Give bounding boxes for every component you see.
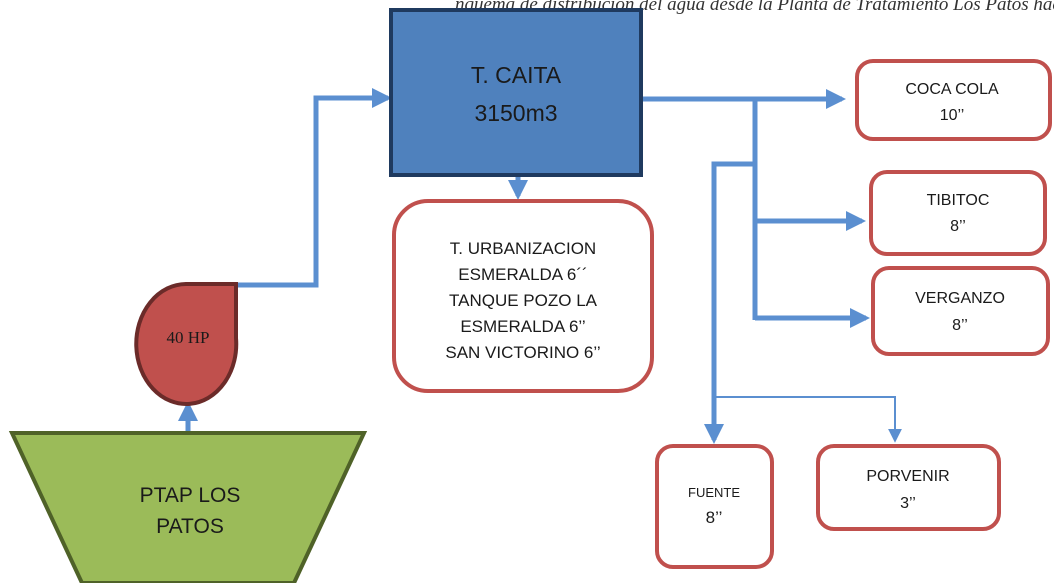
fuente-name: FUENTE	[688, 485, 740, 500]
coca-cola-name: COCA COLA	[905, 81, 999, 98]
porvenir-name: PORVENIR	[866, 468, 949, 485]
coca-cola-size: 10’’	[940, 107, 965, 124]
tibitoc-size: 8’’	[950, 218, 966, 235]
pipe-pump-to-tank	[236, 88, 392, 288]
pump: 40 HP	[134, 282, 239, 406]
pipe-to-fuente	[704, 161, 755, 444]
box-tibitoc: TIBITOC 8’’	[869, 170, 1047, 256]
urbanizacion-line-5: SAN VICTORINO 6’’	[445, 343, 600, 362]
verganzo-name: VERGANZO	[915, 290, 1005, 307]
box-coca-cola: COCA COLA 10’’	[855, 59, 1052, 141]
verganzo-size: 8’’	[952, 317, 968, 334]
box-fuente: FUENTE 8’’	[655, 444, 774, 569]
tibitoc-name: TIBITOC	[927, 192, 990, 209]
urbanizacion-line-3: TANQUE POZO LA	[449, 291, 598, 310]
plant-name-line2: PATOS	[156, 515, 224, 538]
pump-label: 40 HP	[167, 328, 210, 347]
box-urbanizacion: T. URBANIZACION ESMERALDA 6´´ TANQUE POZ…	[392, 199, 654, 393]
urbanizacion-line-1: T. URBANIZACION	[450, 239, 596, 258]
urbanizacion-line-2: ESMERALDA 6´´	[458, 265, 587, 284]
plant-name-line1: PTAP LOS	[140, 484, 241, 507]
porvenir-size: 3’’	[900, 495, 916, 512]
tank-caita-volume: 3150m3	[474, 100, 557, 126]
tank-caita-name: T. CAITA	[471, 62, 562, 88]
urbanizacion-line-4: ESMERALDA 6’’	[460, 317, 585, 336]
tank-caita: T. CAITA 3150m3	[389, 8, 643, 177]
box-porvenir: PORVENIR 3’’	[816, 444, 1001, 531]
pipe-to-porvenir	[714, 396, 902, 443]
box-verganzo: VERGANZO 8’’	[871, 266, 1050, 356]
plant-los-patos: PTAP LOS PATOS	[8, 431, 368, 583]
fuente-size: 8’’	[706, 508, 723, 527]
